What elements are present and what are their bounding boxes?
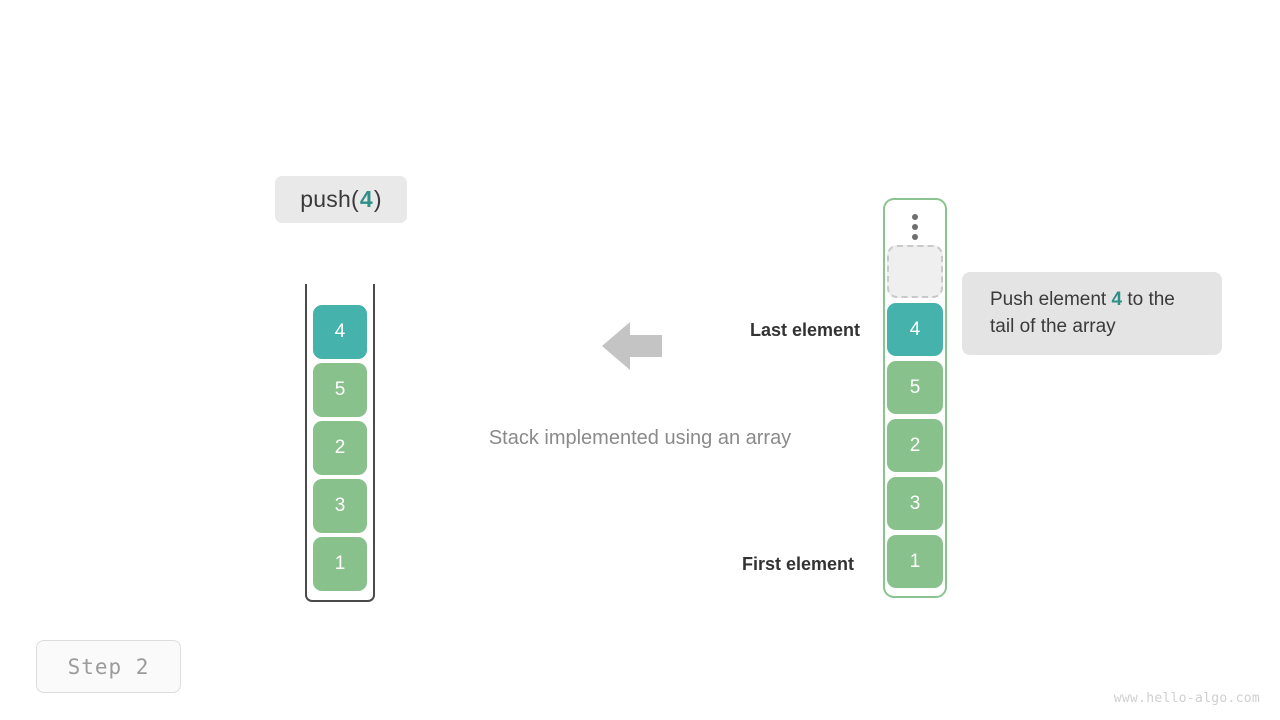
- stack-container-frame: [305, 284, 375, 602]
- vertical-ellipsis-icon: [883, 210, 947, 244]
- last-element-label: Last element: [749, 320, 860, 340]
- array-cell: 5: [887, 361, 943, 414]
- arrow-left-icon: [602, 318, 662, 374]
- operation-name: push(: [300, 186, 359, 212]
- stack-visualization: 4 5 2 3 1: [305, 284, 375, 602]
- tooltip-text-after: to the tail of the array: [990, 289, 1175, 337]
- stack-cell: 4: [313, 305, 367, 359]
- ellipsis-dot: [912, 234, 918, 240]
- tooltip-accent-value: 4: [1111, 289, 1123, 310]
- array-cell: 2: [887, 419, 943, 472]
- watermark: www.hello-algo.com: [1113, 691, 1260, 706]
- stack-cell: 3: [313, 479, 367, 533]
- stack-cell: 2: [313, 421, 367, 475]
- array-cell: 3: [887, 477, 943, 530]
- stack-cell: 5: [313, 363, 367, 417]
- array-cell: 4: [887, 303, 943, 356]
- operation-argument: 4: [359, 186, 373, 212]
- operation-close-paren: ): [373, 186, 382, 212]
- ellipsis-dot: [912, 214, 918, 220]
- tooltip-text-before: Push element: [990, 289, 1112, 310]
- array-empty-slot: [887, 245, 943, 298]
- first-element-label: First element: [741, 554, 854, 574]
- explanation-tooltip: Push element 4 to the tail of the array: [962, 272, 1222, 355]
- stack-caption: Stack implemented using an array: [488, 427, 792, 449]
- step-indicator: Step 2: [36, 640, 181, 693]
- stack-cell: 1: [313, 537, 367, 591]
- array-visualization: 4 5 2 3 1: [883, 198, 947, 598]
- stack-cell-list: 4 5 2 3 1: [313, 305, 367, 591]
- ellipsis-dot: [912, 224, 918, 230]
- array-cell-list: 4 5 2 3 1: [887, 245, 943, 588]
- operation-label: push(4): [275, 176, 407, 223]
- array-cell: 1: [887, 535, 943, 588]
